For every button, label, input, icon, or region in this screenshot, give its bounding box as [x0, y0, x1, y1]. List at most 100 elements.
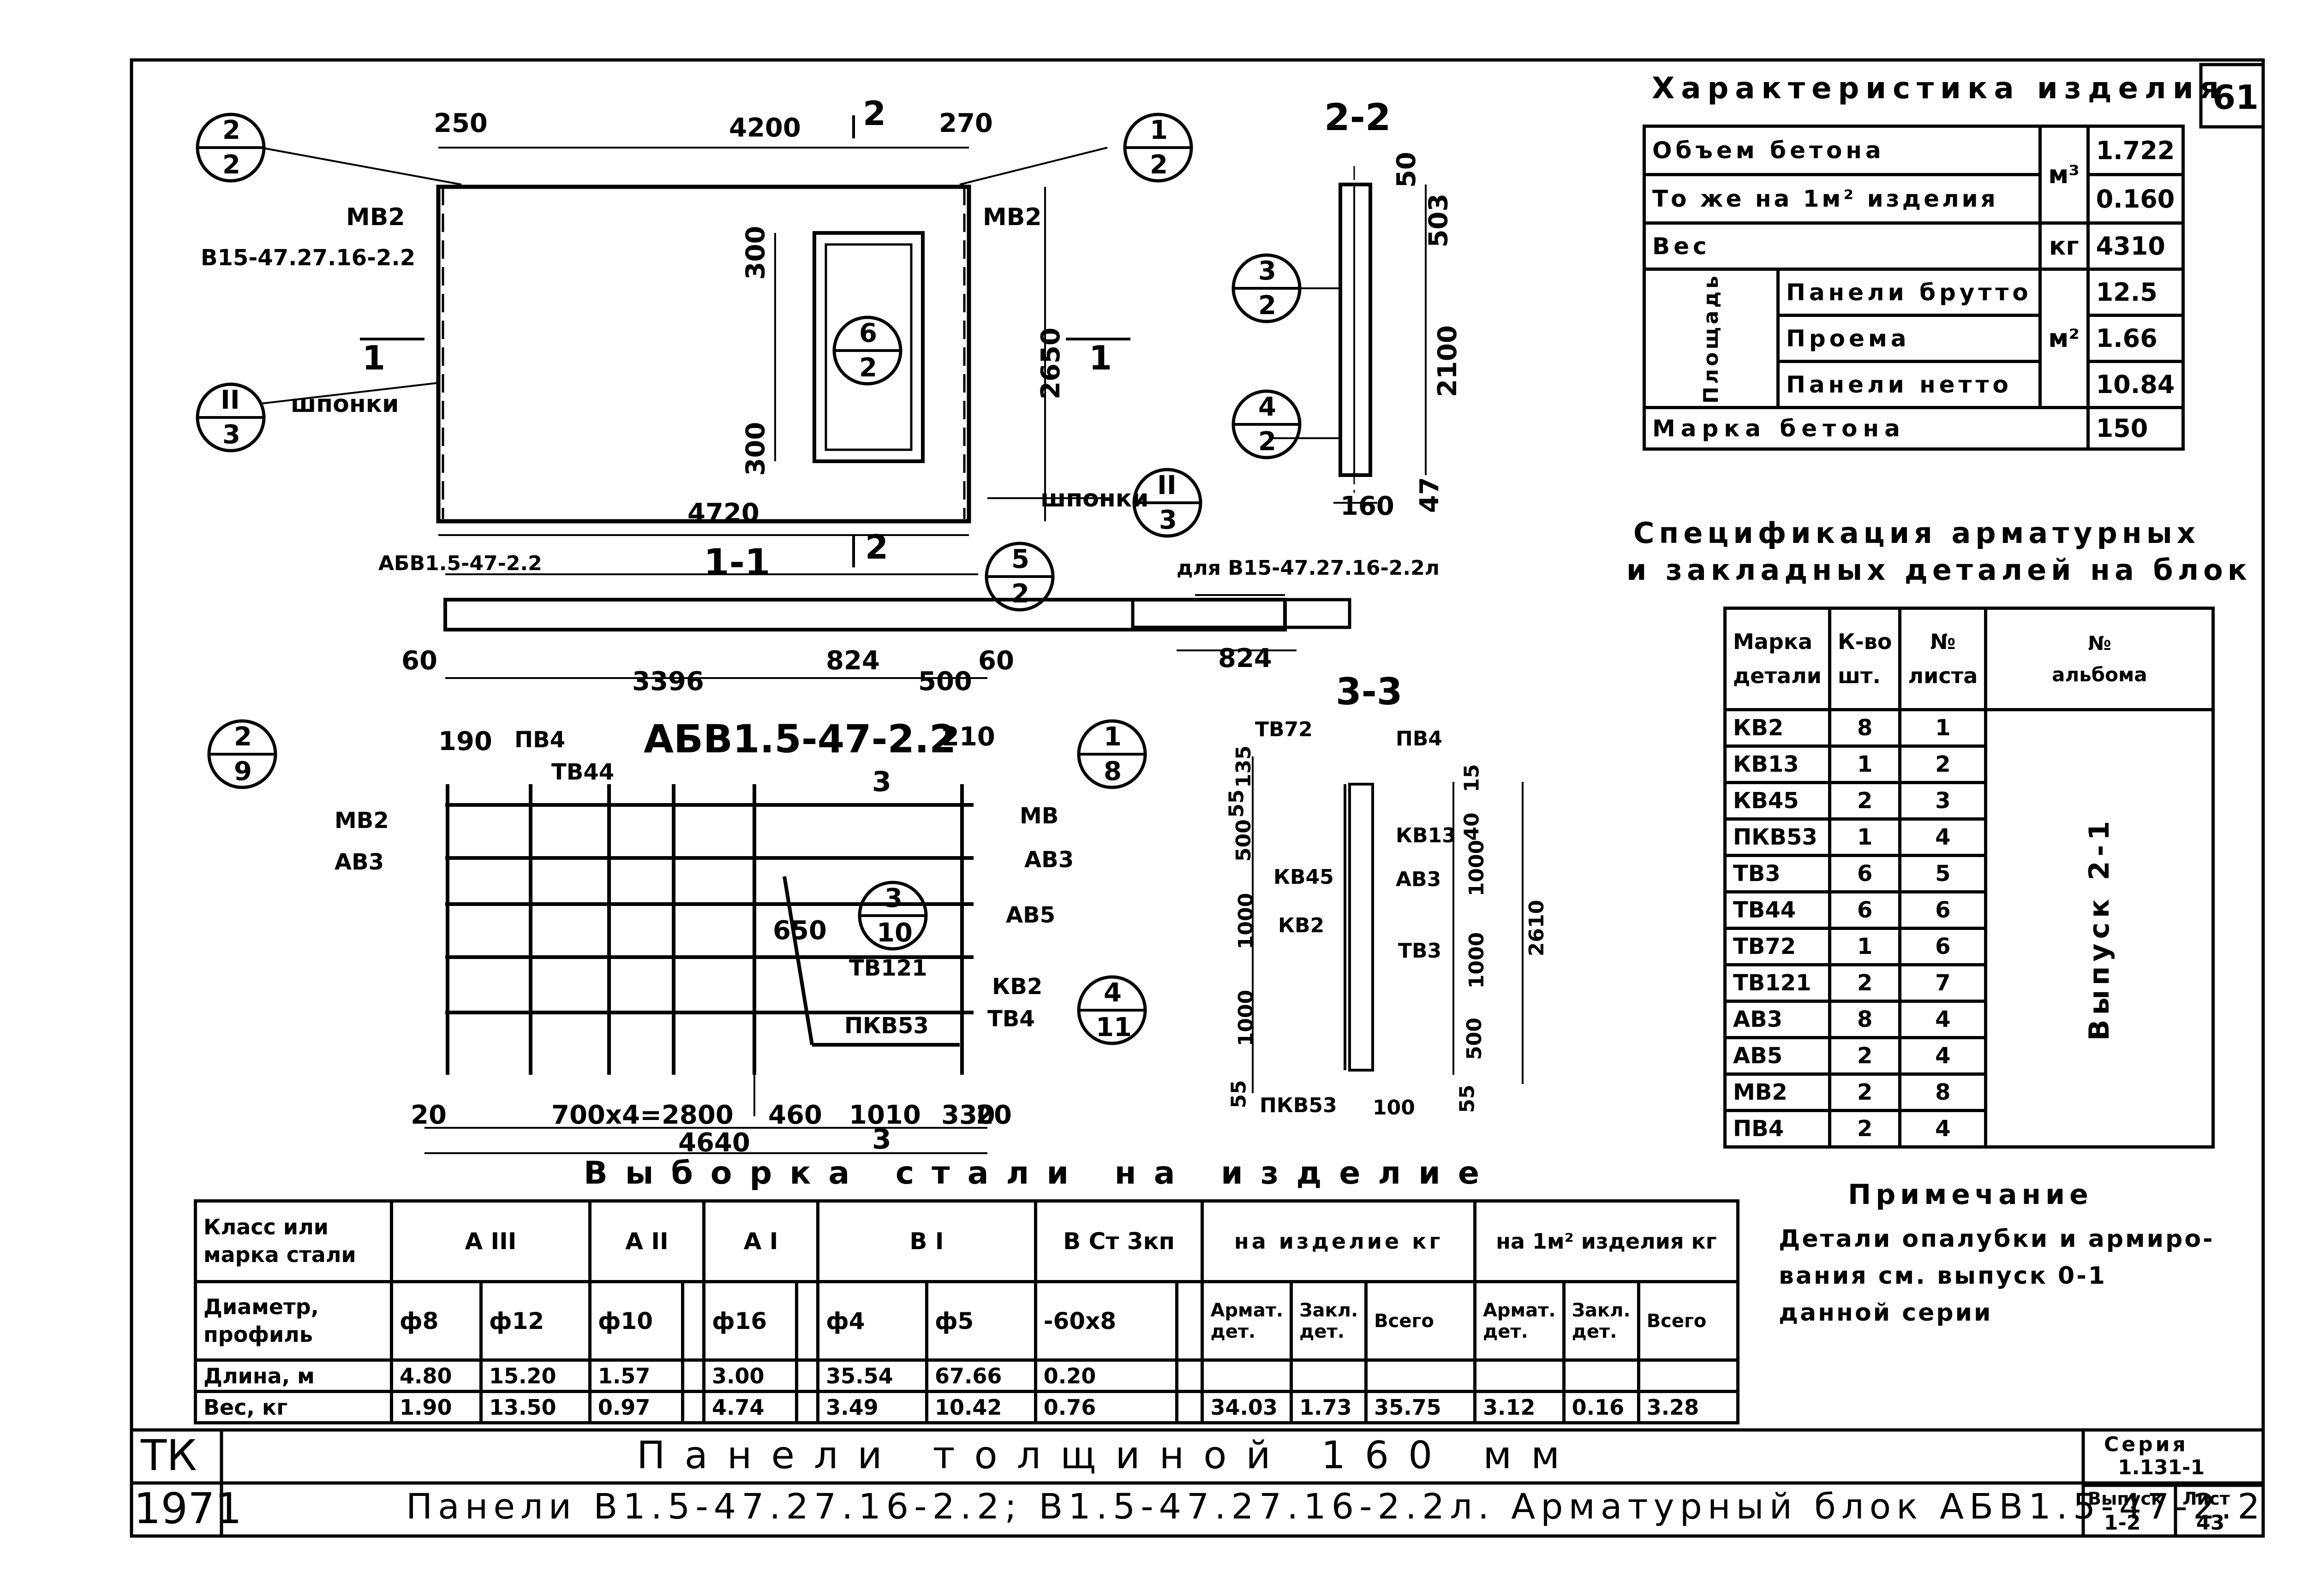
- sheet-label: Лист: [2182, 1489, 2230, 1509]
- dimension: 1000: [1465, 932, 1489, 989]
- steel-weight-row: Вес, кг 1.90 13.50 0.97 4.74 3.49 10.42 …: [194, 1390, 1740, 1424]
- steel-length: [1201, 1358, 1293, 1393]
- area-group-label: Площадь: [1699, 273, 1723, 404]
- dimension: 2610: [1525, 899, 1549, 957]
- series-label: Серия: [2104, 1433, 2188, 1456]
- steel-profile: ф12: [479, 1280, 592, 1362]
- char-label: Марка бетона: [1643, 406, 2090, 451]
- note-line: вания см. выпуск 0-1: [1779, 1262, 2107, 1290]
- section-marker: 3: [872, 1123, 891, 1155]
- dimension: 1000: [1234, 989, 1258, 1047]
- spec-sheet: 6: [1898, 927, 1988, 966]
- steel-title: Выборка стали на изделие: [584, 1155, 1497, 1191]
- dimension: 4640: [678, 1128, 750, 1158]
- spec-title-line1: Спецификация арматурных: [1633, 516, 2200, 550]
- section-title: 1-1: [704, 541, 771, 584]
- spec-qty: 8: [1828, 708, 1902, 748]
- mark-label: ТВ4: [987, 1006, 1035, 1032]
- spec-sheet: 4: [1898, 1036, 1988, 1076]
- mark-label: ТВ44: [551, 759, 615, 785]
- callout-bottom: 11: [1096, 1012, 1132, 1042]
- spec-mark: ПВ4: [1723, 1109, 1831, 1149]
- callout-bottom: 2: [1258, 427, 1276, 457]
- mark-label: АВ3: [1396, 868, 1441, 891]
- spec-sheet: 4: [1898, 1109, 1988, 1149]
- dimension: 300: [741, 226, 771, 280]
- steel-weight: [681, 1390, 705, 1424]
- steel-profile: ф5: [925, 1280, 1037, 1362]
- spec-mark: ТВ72: [1723, 927, 1831, 966]
- title-org: ТК: [141, 1431, 197, 1480]
- callout-circle: [832, 316, 902, 386]
- section-marker: 3: [872, 766, 891, 798]
- panel-name: В15-47.27.16-2.2: [201, 245, 416, 271]
- mark-label: ПВ4: [1396, 727, 1442, 750]
- steel-profile: ф8: [390, 1280, 483, 1362]
- spec-title-line2: и закладных деталей на блок: [1626, 553, 2252, 587]
- spec-sheet: 8: [1898, 1072, 1988, 1112]
- spec-mark: ТВ3: [1723, 854, 1831, 893]
- callout-bottom: 9: [234, 756, 252, 786]
- dimension: 250: [434, 108, 488, 138]
- dimension: 20: [976, 1100, 1012, 1130]
- callout-circle: [985, 542, 1055, 612]
- char-value: 1.722: [2086, 125, 2185, 176]
- char-value: 0.160: [2086, 173, 2185, 225]
- sheet-number: 61: [2212, 78, 2259, 117]
- section-marker: 2: [863, 94, 886, 133]
- char-value: 1.66: [2086, 314, 2185, 363]
- mark-label: ТВ3: [1398, 939, 1442, 963]
- dimension: 55: [1455, 1084, 1479, 1113]
- spec-qty: 2: [1828, 1109, 1902, 1149]
- dimension: 1000: [1465, 840, 1489, 897]
- mark-label: МВ2: [983, 203, 1042, 231]
- mark-label: ПКВ53: [844, 1013, 929, 1039]
- callout-circle: [1231, 389, 1302, 459]
- steel-row-label: Класс или марка стали: [194, 1199, 393, 1283]
- steel-class: А II: [588, 1199, 705, 1283]
- spec-qty: 2: [1828, 1036, 1902, 1076]
- dimension: 503: [1423, 193, 1454, 248]
- dimension: 100: [1373, 1096, 1415, 1120]
- steel-weight: 4.74: [702, 1390, 799, 1424]
- callout-top: 3: [885, 883, 902, 913]
- spec-mark: КВ45: [1723, 781, 1831, 821]
- steel-length: 1.57: [588, 1358, 685, 1393]
- mark-label: МВ2: [346, 203, 405, 231]
- steel-length-row: Длина, м 4.80 15.20 1.57 3.00 35.54 67.6…: [194, 1358, 1740, 1393]
- characteristics-table: Объем бетона м³ 1.722 То же на 1м² издел…: [1643, 125, 2185, 451]
- steel-profile: ф4: [816, 1280, 928, 1362]
- steel-weight: 0.16: [1562, 1390, 1640, 1424]
- steel-weight: [795, 1390, 820, 1424]
- mark-label: ТВ121: [849, 955, 927, 981]
- steel-totals-m2-header: на 1м² изделия кг: [1473, 1199, 1740, 1283]
- steel-profile: [1175, 1280, 1204, 1362]
- characteristics-title: Характеристика изделия: [1652, 71, 2225, 106]
- steel-class: В Ст 3кп: [1034, 1199, 1204, 1283]
- callout-top: II: [221, 385, 240, 415]
- steel-class: А I: [702, 1199, 820, 1283]
- dimension: 4720: [687, 498, 759, 528]
- dimension: 55: [1227, 1080, 1251, 1108]
- steel-weight: 0.76: [1034, 1390, 1178, 1424]
- sheet-frame: [130, 58, 2265, 1538]
- callout-bottom: 2: [1258, 291, 1276, 321]
- callout-bottom: 2: [859, 353, 877, 383]
- char-unit: кг: [2038, 221, 2090, 271]
- steel-weight: 10.42: [925, 1390, 1037, 1424]
- steel-row-label: Вес, кг: [194, 1390, 393, 1424]
- issue-value: 1-2: [2104, 1511, 2141, 1535]
- spec-qty: 2: [1828, 781, 1902, 821]
- steel-weight: 1.90: [390, 1390, 483, 1424]
- mark-label: АВ5: [1006, 902, 1056, 928]
- dimension: 210: [941, 722, 995, 752]
- dimension: 1000: [1234, 893, 1258, 950]
- mark-label: МВ2: [335, 808, 389, 834]
